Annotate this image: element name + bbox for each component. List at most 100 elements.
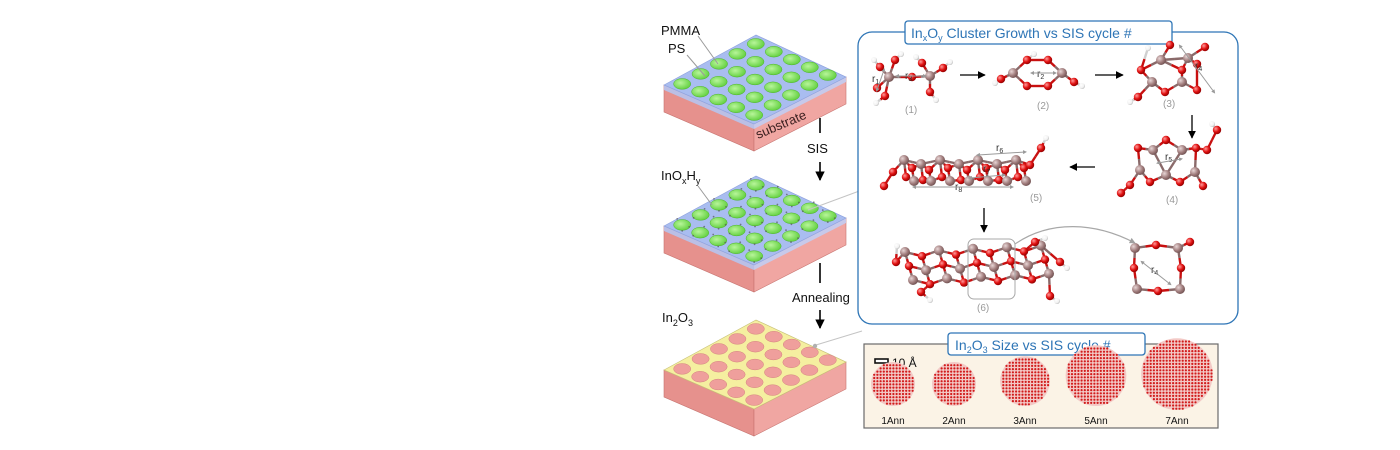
oxygen-atom [985, 248, 995, 258]
domain-cylinder [727, 224, 746, 237]
domain-cylinder [764, 222, 782, 234]
ring-highlight-box [967, 238, 1016, 300]
hydrogen-atom [1079, 83, 1085, 89]
oxygen-atom [951, 250, 961, 259]
domain-cylinder [746, 323, 765, 335]
domain-cylinder [727, 386, 746, 398]
stage-label-4: (4) [1166, 195, 1178, 206]
oxygen-atom [981, 163, 991, 173]
oxygen-atom [1177, 65, 1187, 75]
nanoparticle-label: 3Ann [1013, 416, 1036, 427]
domain-cylinder [745, 376, 764, 388]
hydrogen-atom [992, 80, 998, 86]
oxygen-atom [956, 175, 966, 185]
oxygen-atom [1000, 165, 1010, 175]
domain-cylinder [709, 76, 728, 88]
oxygen-atom [1161, 135, 1171, 145]
domain-cylinder [764, 348, 783, 361]
domain-cylinder [800, 79, 819, 91]
domain-cylinder [782, 356, 801, 368]
indium-atom [954, 159, 964, 169]
hydrogen-atom [927, 297, 933, 303]
domain-cylinder [763, 384, 782, 396]
oxygen-atom [1145, 177, 1155, 187]
hydrogen-atom [894, 243, 900, 249]
oxygen-atom [994, 175, 1004, 185]
indium-atom [1173, 243, 1183, 253]
stage-label-6: (6) [977, 303, 989, 314]
domain-cylinder [691, 68, 710, 80]
domain-cylinder [710, 199, 728, 211]
indium-atom [909, 176, 919, 186]
domain-cylinder [746, 341, 765, 353]
indium-atom [900, 247, 910, 257]
nanoparticle-label: 5Ann [1084, 416, 1107, 427]
domain-cylinder [800, 364, 819, 376]
indium-atom [1008, 68, 1018, 78]
domain-cylinder [782, 338, 801, 351]
indium-atom [1130, 243, 1140, 253]
indium-atom [1190, 167, 1200, 177]
oxygen-atom [1176, 263, 1186, 273]
indium-atom [1002, 176, 1012, 186]
oxygen-atom [924, 165, 934, 175]
connector-line-bottom [815, 330, 863, 346]
domain-cylinder [818, 210, 837, 222]
indium-atom [976, 271, 986, 282]
indium-atom [1044, 268, 1054, 279]
indium-atom [1175, 284, 1185, 294]
oxygen-atom [880, 91, 890, 101]
pmma-label: PMMA [661, 23, 700, 38]
oxygen-atom [1043, 55, 1053, 65]
domain-cylinder [746, 73, 764, 86]
indium-atom [983, 176, 993, 186]
oxygen-atom [1198, 181, 1208, 191]
domain-cylinder [673, 219, 692, 231]
nanoparticle-label: 7Ann [1165, 416, 1188, 427]
indium-atom [884, 72, 894, 82]
indium-atom [921, 265, 931, 276]
hydrogen-atom [1127, 99, 1133, 105]
domain-cylinder [691, 86, 710, 98]
domain-cylinder [764, 63, 783, 76]
stage-label-1: (1) [905, 105, 917, 116]
oxygen-atom [1013, 172, 1023, 182]
oxygen-atom [1025, 160, 1035, 170]
hydrogen-atom [947, 59, 953, 65]
indium-atom [1132, 284, 1142, 294]
oxygen-atom [1136, 65, 1146, 75]
hydrogen-atom [871, 57, 877, 63]
domain-cylinder [764, 187, 783, 199]
annealing-step-label: Annealing [792, 290, 850, 305]
connector-line-top [807, 189, 863, 211]
domain-cylinder [800, 220, 819, 232]
oxygen-atom [943, 163, 953, 173]
domain-cylinder [782, 212, 801, 224]
inoxhy-pointer [697, 185, 713, 206]
domain-cylinder [673, 363, 692, 375]
nanoparticle-label: 1Ann [881, 416, 904, 427]
oxygen-atom [1022, 55, 1032, 65]
domain-cylinder [746, 358, 764, 371]
domain-cylinder [727, 368, 746, 381]
domain-cylinder [746, 56, 765, 68]
molecule-stage-6 [891, 235, 1070, 304]
nanoparticle-5Ann [1065, 345, 1127, 407]
in2o3-block [663, 319, 847, 437]
oxygen-atom [1006, 257, 1016, 266]
indium-atom [1177, 145, 1187, 155]
indium-atom [989, 262, 999, 272]
oxygen-atom [1212, 125, 1222, 135]
indium-atom [955, 263, 965, 274]
domain-cylinder [746, 179, 765, 191]
in2o3-label: In2O3 [662, 310, 693, 328]
indium-atom [1161, 170, 1171, 180]
indium-atom [925, 71, 935, 81]
sis-step-label: SIS [807, 141, 828, 156]
distance-r7: r7 [983, 164, 990, 176]
oxygen-atom [1045, 291, 1055, 301]
indium-atom [934, 245, 944, 256]
zoom-curve-arrow [1014, 226, 1136, 245]
